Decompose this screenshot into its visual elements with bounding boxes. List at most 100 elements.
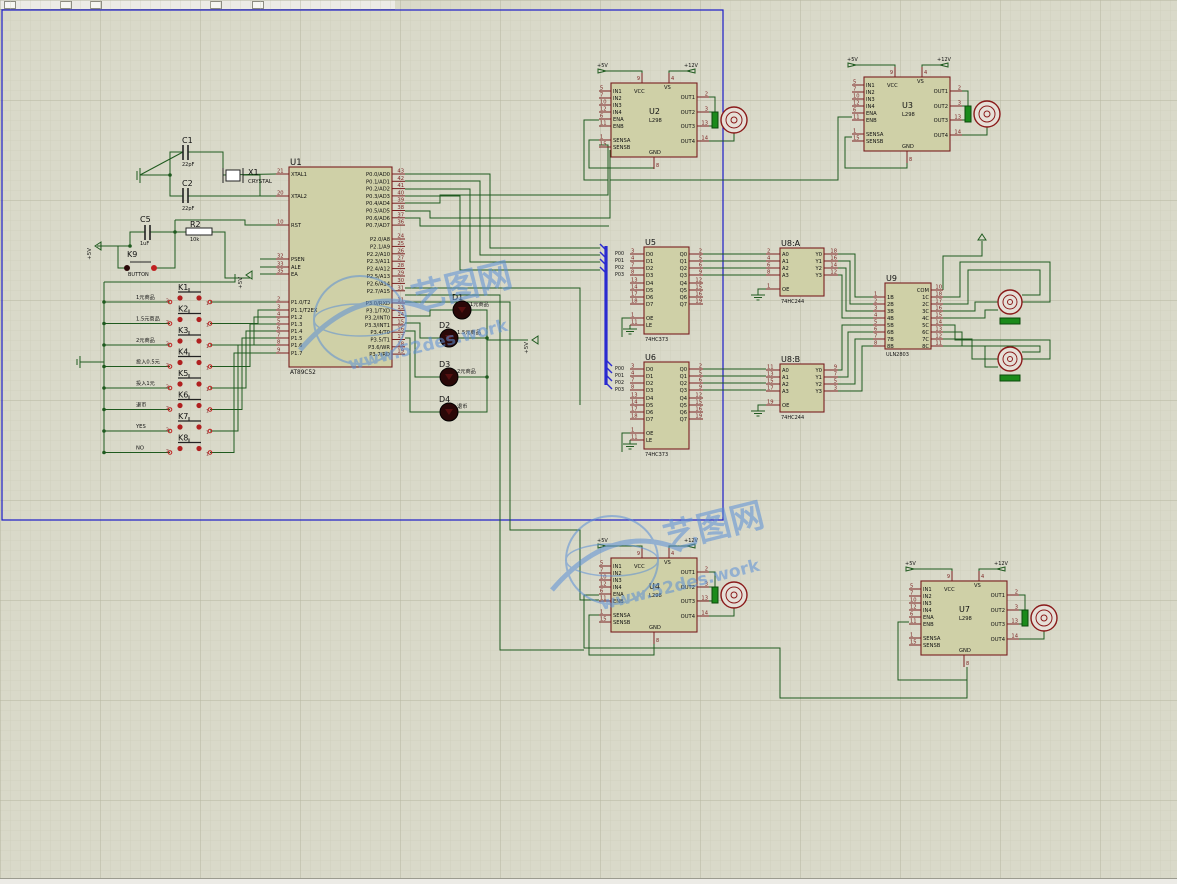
bus-label: P00 xyxy=(615,366,624,372)
key-contact-icon[interactable] xyxy=(177,359,183,366)
pin-name: P3.5/T1 xyxy=(370,338,390,344)
buffer-chip[interactable] xyxy=(779,247,825,297)
pin-number: 5 xyxy=(600,561,603,567)
l298-chip[interactable] xyxy=(610,82,698,158)
pin-name: P0.6/AD6 xyxy=(366,216,390,222)
power-arrow-icon xyxy=(847,62,857,68)
pin-name: RST xyxy=(291,223,302,229)
darlington-part: ULN2803 xyxy=(886,352,909,358)
wire xyxy=(838,274,873,319)
pin-number: 1 xyxy=(206,409,209,415)
component-layer: U1AT89C5221XTAL120XTAL210RST32PSEN33ALE3… xyxy=(76,57,1058,667)
driver-part: L298 xyxy=(649,118,662,124)
key-contact-icon[interactable] xyxy=(177,445,183,452)
pin-number: 8 xyxy=(874,341,877,347)
pin-number: 4 xyxy=(277,312,281,318)
pin-number: 17 xyxy=(935,299,942,305)
wire xyxy=(943,331,1041,353)
button-ref: K9 xyxy=(127,250,137,259)
pin-number: 8 xyxy=(656,163,659,169)
pin-number: 12 xyxy=(600,107,607,113)
pin-number: 13 xyxy=(397,305,404,311)
pin-number: 15 xyxy=(767,379,774,385)
pin-name: 5B xyxy=(887,323,894,329)
button-contact-icon[interactable] xyxy=(124,265,130,271)
wire xyxy=(405,217,609,227)
key-contact-icon[interactable] xyxy=(196,381,202,387)
pin-number: 13 xyxy=(767,372,774,378)
pin-name: SENSA xyxy=(613,138,631,144)
pin-number: 25 xyxy=(397,241,404,247)
wire xyxy=(838,260,873,305)
power-label: +5V xyxy=(238,277,244,289)
key-ref: K8 xyxy=(178,434,188,443)
key-contact-icon[interactable] xyxy=(177,338,183,344)
pin-number: 15 xyxy=(695,400,702,406)
key-ref: K5 xyxy=(178,369,188,378)
key-contact-icon[interactable] xyxy=(177,316,183,323)
l298-chip[interactable] xyxy=(610,557,698,633)
key-contact-icon[interactable] xyxy=(196,295,202,301)
pin-number: 19 xyxy=(695,414,702,420)
pin-number: 6 xyxy=(277,326,280,332)
key-contact-icon[interactable] xyxy=(177,381,183,387)
pin-number: 9 xyxy=(699,270,702,276)
pin-number: 15 xyxy=(600,142,607,148)
key-contact-icon[interactable] xyxy=(177,295,183,301)
led: D21.5元商品 xyxy=(439,321,481,348)
pin-number: 38 xyxy=(397,205,404,211)
power-arrow-icon xyxy=(977,233,987,241)
buffer-chip[interactable] xyxy=(779,363,825,413)
wire xyxy=(117,245,130,269)
wire xyxy=(942,241,983,290)
pin-name: IN1 xyxy=(613,89,622,95)
pin-name: Q4 xyxy=(680,281,688,287)
pin-name: P2.5/A13 xyxy=(367,274,390,280)
key-contact-icon[interactable] xyxy=(196,338,202,344)
pin-name: 2C xyxy=(922,302,929,308)
wire xyxy=(943,261,1051,303)
wire xyxy=(139,151,184,176)
l298-chip[interactable] xyxy=(920,580,1008,656)
status-strip xyxy=(0,878,1177,884)
wire xyxy=(853,64,896,67)
power-arrow-icon xyxy=(686,68,696,74)
darlington-chip[interactable] xyxy=(884,282,932,350)
mcu-chip[interactable] xyxy=(288,166,393,368)
key-contact-icon[interactable] xyxy=(196,316,202,323)
pin-number: 15 xyxy=(397,319,404,325)
pin-name: OUT4 xyxy=(681,614,696,620)
pin-name: OUT3 xyxy=(681,599,695,605)
key-contact-icon[interactable] xyxy=(177,424,183,430)
latch-chip[interactable] xyxy=(643,361,690,450)
bus-entry xyxy=(605,359,613,367)
button-contact-icon[interactable] xyxy=(151,265,157,271)
wire xyxy=(140,151,183,176)
key-contact-icon[interactable] xyxy=(196,359,202,366)
key-contact-icon[interactable] xyxy=(196,445,202,452)
pin-number: 2 xyxy=(166,341,169,347)
led-label: 1元商品 xyxy=(470,300,489,308)
pin-name: 5C xyxy=(922,323,929,329)
pin-number: 8 xyxy=(656,638,659,644)
driver-ref: U4 xyxy=(649,582,660,591)
pin-name: OUT3 xyxy=(991,622,1005,628)
key-contact-icon[interactable] xyxy=(196,402,202,409)
latch-chip[interactable] xyxy=(643,246,690,335)
pin-number: 9 xyxy=(637,76,640,82)
pin-name: IN4 xyxy=(923,608,932,614)
motor-icon xyxy=(997,289,1023,315)
key-contact-icon[interactable] xyxy=(177,402,183,409)
key-contact-icon[interactable] xyxy=(196,424,202,430)
key-pin xyxy=(167,364,173,369)
pin-name: OE xyxy=(646,431,653,437)
